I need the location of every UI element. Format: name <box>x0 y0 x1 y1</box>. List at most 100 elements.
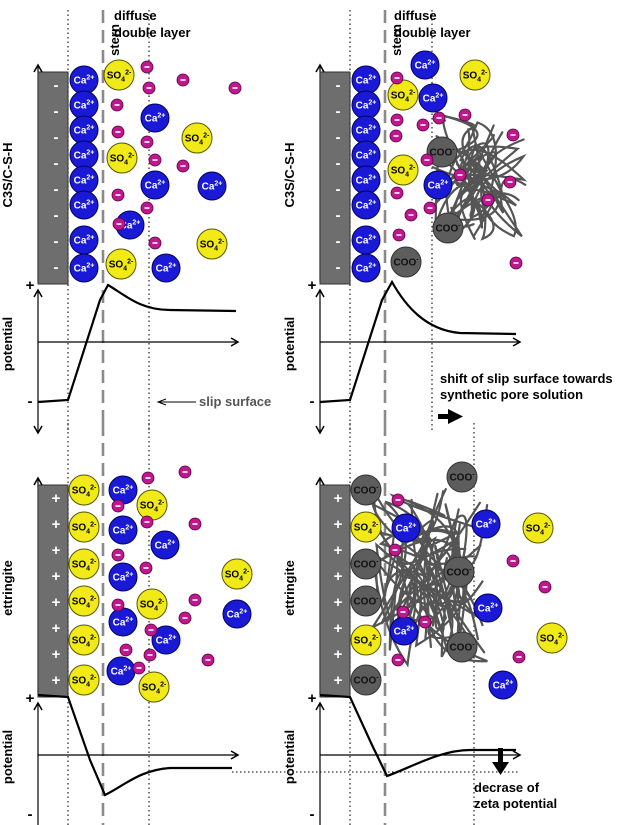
calcium-ion-label: Ca2+ <box>111 666 132 678</box>
anion-minus-mark <box>408 214 414 216</box>
sulfate-ion-label: SO42- <box>225 569 250 583</box>
anion-minus-mark <box>510 134 516 136</box>
calcium-ion-label: Ca2+ <box>113 572 134 584</box>
potential-curves <box>33 63 522 825</box>
calcium-ion-label: Ca2+ <box>356 200 377 212</box>
carboxylate-group-icon <box>443 556 475 588</box>
sulfate-ion-icon <box>196 228 228 260</box>
sulfate-ion-icon <box>181 122 213 154</box>
sulfate-ion-icon <box>68 585 100 617</box>
potential-curve <box>37 693 232 797</box>
sulfate-ion-icon <box>350 511 382 543</box>
arrow-head <box>315 63 325 73</box>
anion-minus-mark <box>116 223 122 225</box>
anion-minus-mark <box>507 181 513 183</box>
potential-axis-label: potential <box>282 317 297 371</box>
sulfate-ion-label: SO42- <box>200 239 225 253</box>
carboxylate-label: COO- <box>353 675 379 687</box>
sulfate-ion-icon <box>221 558 253 590</box>
surface-label: ettringite <box>282 560 297 616</box>
negative-potential-sign: - <box>310 806 315 823</box>
sulfate-ion-label: SO42- <box>72 675 97 689</box>
positive-potential-sign: + <box>26 690 35 707</box>
anion-minus-mark <box>136 667 142 669</box>
calcium-ion-icon <box>140 103 170 133</box>
surface-charge-sign: - <box>54 129 59 146</box>
calcium-ion-label: Ca2+ <box>113 525 134 537</box>
surface-charge-sign: + <box>334 516 343 533</box>
carboxylate-label: COO- <box>393 257 419 269</box>
carboxylate-group-icon <box>432 212 464 244</box>
surface-charge-sign: - <box>336 259 341 276</box>
arrow-head <box>315 288 325 298</box>
polymer-chain <box>435 135 497 214</box>
solid-surface <box>319 484 351 698</box>
calcium-ion-label: Ca2+ <box>74 125 95 137</box>
sulfate-ion-icon <box>536 622 568 654</box>
anion-minus-mark <box>513 262 519 264</box>
stern-label-right: stern <box>389 24 404 56</box>
carboxylate-group-icon <box>446 461 478 493</box>
sulfate-ion-icon <box>68 548 100 580</box>
anion-minus-mark <box>144 207 150 209</box>
carboxylate-group-icon <box>390 246 422 278</box>
anion-minus-mark <box>115 194 121 196</box>
anion-minus-mark <box>145 477 151 479</box>
anion-minus-mark <box>180 79 186 81</box>
sulfate-ion-label: SO42- <box>526 523 551 537</box>
calcium-ion-icon <box>197 171 227 201</box>
carboxylate-group-icon <box>350 548 382 580</box>
zeta-label-line1: decrase of <box>474 780 540 795</box>
polymer-chain <box>405 499 479 662</box>
anion-minus-mark <box>144 141 150 143</box>
sulfate-ion-label: SO42- <box>354 522 379 536</box>
negative-potential-sign: - <box>28 806 33 823</box>
surface-charge-sign: - <box>336 77 341 94</box>
calcium-ion-label: Ca2+ <box>356 175 377 187</box>
anion-minus-mark <box>192 599 198 601</box>
negative-potential-sign: - <box>310 393 315 410</box>
sulfate-ion-icon <box>68 664 100 696</box>
calcium-ion-icon <box>391 513 421 543</box>
sulfate-ion-icon <box>136 588 168 620</box>
anion-minus-mark <box>462 114 468 116</box>
arrow-head <box>33 476 43 486</box>
potential-curve <box>319 693 516 778</box>
calcium-ion-icon <box>351 190 381 220</box>
calcium-ion-label: Ca2+ <box>155 540 176 552</box>
sulfate-ion-icon <box>105 248 137 280</box>
solid-surface <box>319 71 351 285</box>
calcium-ion-label: Ca2+ <box>145 180 166 192</box>
calcium-ion-icon <box>488 670 518 700</box>
anion-minus-mark <box>392 549 398 551</box>
anion-minus-mark <box>424 159 430 161</box>
anion-minus-mark <box>152 159 158 161</box>
anion-minus-mark <box>115 505 121 507</box>
calcium-ion-label: Ca2+ <box>120 220 141 232</box>
anion-minus-mark <box>420 124 426 126</box>
anion-minus-mark <box>436 117 442 119</box>
anion-minus-mark <box>143 567 149 569</box>
arrow-head <box>315 476 325 486</box>
sulfate-ion-label: SO42- <box>354 635 379 649</box>
carboxylate-label: COO- <box>446 567 472 579</box>
anion-minus-mark <box>192 523 198 525</box>
anion-minus-mark <box>542 586 548 588</box>
potential-axis-label: potential <box>282 730 297 784</box>
anion-minus-mark <box>144 521 150 523</box>
sulfate-ion-icon <box>68 511 100 543</box>
anion-minus-mark <box>393 135 399 137</box>
sulfate-ion-icon <box>138 671 170 703</box>
slip-surface-label: slip surface <box>199 394 271 409</box>
surface-charge-sign: - <box>336 233 341 250</box>
anion-minus-mark <box>144 66 150 68</box>
calcium-ion-icon <box>410 50 440 80</box>
surface-charge-sign: + <box>334 490 343 507</box>
calcium-ion-label: Ca2+ <box>74 175 95 187</box>
calcium-ion-label: Ca2+ <box>356 125 377 137</box>
shift-label-line1: shift of slip surface towards <box>440 371 613 386</box>
solid-surface <box>37 484 69 698</box>
sulfate-ion-label: SO42- <box>391 90 416 104</box>
potential-curve <box>319 279 517 404</box>
anion-minus-mark <box>180 165 186 167</box>
